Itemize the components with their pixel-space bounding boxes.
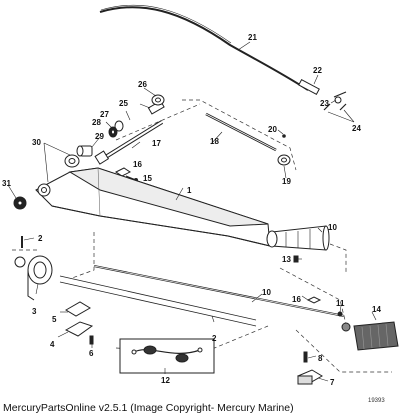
callout-24: 24 bbox=[352, 124, 361, 133]
callout-2a: 2 bbox=[38, 234, 43, 243]
callout-25: 25 bbox=[119, 99, 128, 108]
callout-13: 13 bbox=[282, 255, 291, 264]
part-8-screw[interactable] bbox=[303, 351, 308, 363]
callout-4: 4 bbox=[50, 340, 55, 349]
copyright-caption: MercuryPartsOnline v2.5.1 (Image Copyrig… bbox=[3, 402, 294, 414]
callout-31: 31 bbox=[2, 179, 11, 188]
callout-7: 7 bbox=[330, 378, 335, 387]
part-14-grip-sleeve[interactable] bbox=[341, 321, 399, 351]
part-11-nut[interactable] bbox=[337, 311, 343, 317]
callout-5: 5 bbox=[52, 315, 57, 324]
leader-lines bbox=[7, 41, 377, 382]
callout-8: 8 bbox=[318, 354, 323, 363]
callout-28: 28 bbox=[92, 118, 101, 127]
callout-14: 14 bbox=[372, 305, 381, 314]
callout-10b: 10 bbox=[262, 288, 271, 297]
part-22-cable-end[interactable] bbox=[298, 78, 320, 96]
part-23-pin[interactable] bbox=[333, 91, 347, 104]
callout-10a: 10 bbox=[328, 223, 337, 232]
callout-27: 27 bbox=[100, 110, 109, 119]
callout-23: 23 bbox=[320, 99, 329, 108]
part-18-rod[interactable] bbox=[205, 112, 277, 152]
callout-16b: 16 bbox=[292, 295, 301, 304]
callout-11: 11 bbox=[336, 299, 345, 308]
callout-19: 19 bbox=[282, 177, 291, 186]
part-17-bolt[interactable] bbox=[94, 120, 164, 165]
callout-17: 17 bbox=[152, 139, 161, 148]
part-7-block[interactable] bbox=[297, 369, 323, 385]
part-10-throttle-rod[interactable] bbox=[93, 265, 345, 317]
callout-20: 20 bbox=[268, 125, 277, 134]
callout-12: 12 bbox=[161, 376, 170, 385]
part-21-cable[interactable] bbox=[99, 4, 309, 91]
callout-21: 21 bbox=[248, 33, 257, 42]
part-3-friction-disk[interactable] bbox=[27, 255, 53, 301]
part-4-bracket[interactable] bbox=[64, 321, 94, 337]
part-30-bushings[interactable] bbox=[64, 154, 80, 168]
part-20-small-pin[interactable] bbox=[282, 134, 286, 138]
part-19-bushing[interactable] bbox=[277, 154, 291, 166]
part-2-shaft[interactable] bbox=[59, 275, 257, 327]
part-5-plate[interactable] bbox=[65, 301, 91, 317]
callout-30: 30 bbox=[32, 138, 41, 147]
callout-6: 6 bbox=[89, 349, 94, 358]
part-31-nut[interactable] bbox=[13, 196, 27, 210]
part-10-throttle-grip[interactable] bbox=[266, 225, 330, 251]
callout-18: 18 bbox=[210, 137, 219, 146]
callout-26: 26 bbox=[138, 80, 147, 89]
part-6-screw[interactable] bbox=[89, 335, 94, 345]
callout-15: 15 bbox=[143, 174, 152, 183]
part-29-spacer[interactable] bbox=[76, 145, 93, 157]
drawing-number: 19393 bbox=[368, 398, 385, 404]
callout-3: 3 bbox=[32, 307, 37, 316]
part-25-26-fasteners[interactable] bbox=[147, 94, 165, 115]
part-16-lower-clip[interactable] bbox=[306, 296, 322, 304]
callout-1: 1 bbox=[187, 186, 192, 195]
callout-22: 22 bbox=[313, 66, 322, 75]
part-27-28-washers[interactable] bbox=[108, 120, 124, 138]
part-2-pin-top[interactable] bbox=[14, 236, 26, 268]
part-12-wire-harness[interactable] bbox=[119, 338, 215, 374]
callout-16a: 16 bbox=[133, 160, 142, 169]
part-24-clips[interactable] bbox=[323, 103, 347, 111]
callout-29: 29 bbox=[95, 132, 104, 141]
part-1-tiller-handle[interactable] bbox=[35, 167, 271, 247]
callout-2b: 2 bbox=[212, 334, 217, 343]
